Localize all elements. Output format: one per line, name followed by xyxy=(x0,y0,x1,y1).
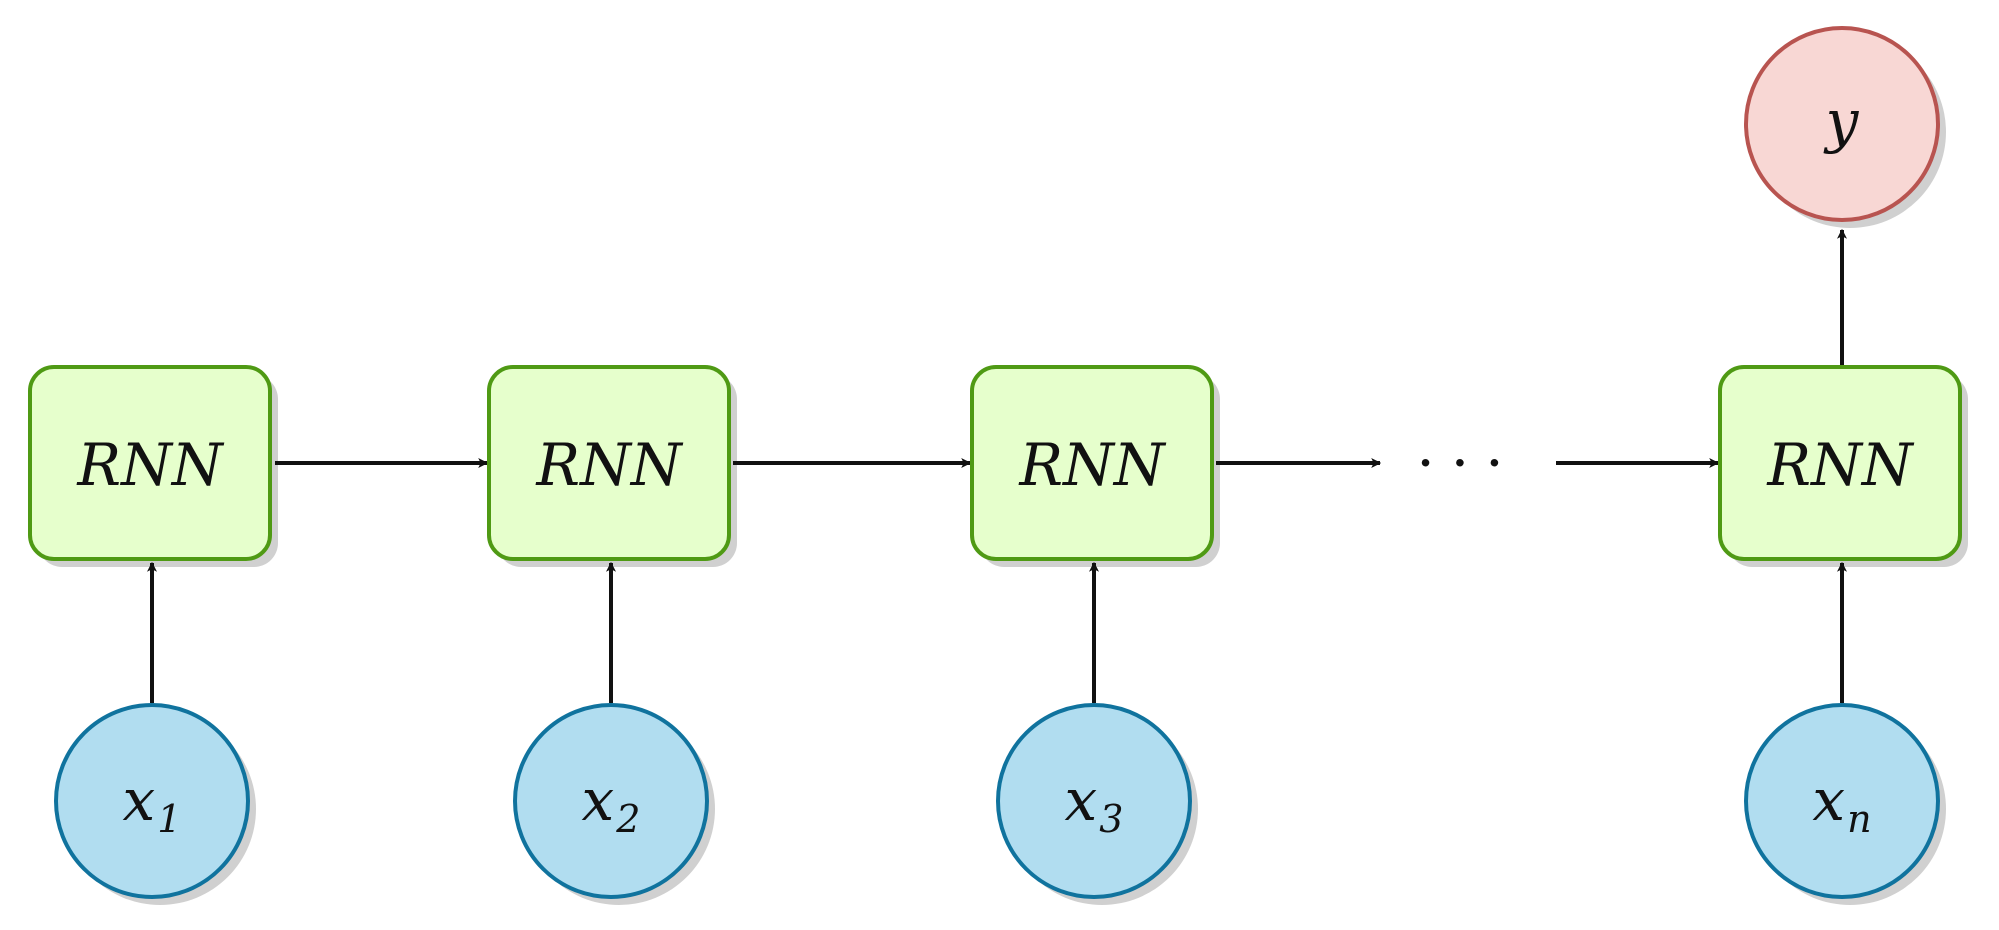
input-node-1-base: x xyxy=(123,766,156,834)
rnn-cell-2-box xyxy=(487,365,731,561)
input-node-2-subscript: 2 xyxy=(615,797,640,841)
output-node-label: y xyxy=(1823,87,1860,155)
sequence-ellipsis: ··· xyxy=(1416,429,1519,497)
input-node-1-label: x1 xyxy=(123,766,182,841)
input-node-1-subscript: 1 xyxy=(157,797,181,841)
rnn-cell-3-box xyxy=(970,365,1214,561)
rnn-cell-2-label: RNN xyxy=(535,431,683,499)
rnn-cell-4: RNN xyxy=(1718,365,1962,561)
input-node-1: x1 xyxy=(54,703,250,899)
rnn-cell-3-label: RNN xyxy=(1018,431,1166,499)
rnn-cell-1: RNN xyxy=(28,365,272,561)
rnn-cell-1-label: RNN xyxy=(76,431,224,499)
input-node-3-subscript: 3 xyxy=(1099,797,1123,841)
rnn-cell-1-box xyxy=(28,365,272,561)
rnn-cell-2: RNN xyxy=(487,365,731,561)
rnn-cell-3: RNN xyxy=(970,365,1214,561)
input-node-3: x3 xyxy=(996,703,1192,899)
edge-layer xyxy=(147,228,1847,703)
input-node-2-circle xyxy=(513,703,709,899)
input-node-2: x2 xyxy=(513,703,709,899)
output-node: y xyxy=(1744,26,1940,222)
rnn-cell-4-box xyxy=(1718,365,1962,561)
output-node-circle xyxy=(1744,26,1940,222)
input-node-1-circle xyxy=(54,703,250,899)
input-node-3-base: x xyxy=(1065,766,1098,834)
input-node-4-label: xn xyxy=(1812,766,1871,841)
input-node-4-subscript: n xyxy=(1847,797,1871,841)
input-node-2-label: x2 xyxy=(582,766,641,841)
input-node-2-base: x xyxy=(582,766,615,834)
input-node-3-circle xyxy=(996,703,1192,899)
input-node-4: xn xyxy=(1744,703,1940,899)
input-node-4-base: x xyxy=(1812,766,1845,834)
input-node-3-label: x3 xyxy=(1065,766,1124,841)
rnn-cell-4-label: RNN xyxy=(1766,431,1914,499)
input-node-4-circle xyxy=(1744,703,1940,899)
